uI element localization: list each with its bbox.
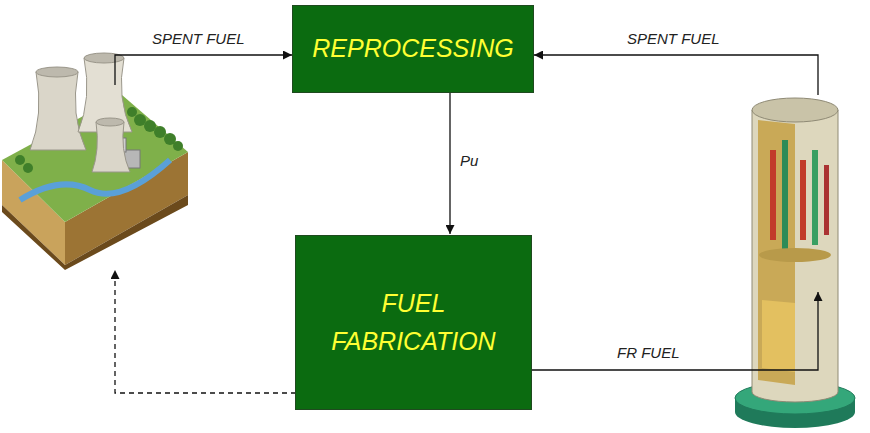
process-box: REPROCESSING (292, 5, 533, 93)
spent-fuel-line (534, 55, 818, 95)
recycle-dashed-line (115, 270, 296, 393)
flow-label: FR FUEL (615, 344, 682, 361)
fast-reactor-illustration (735, 98, 855, 428)
spent-fuel-line (115, 55, 292, 85)
box-label: REPROCESSING (298, 30, 527, 68)
flow-label: SPENT FUEL (150, 30, 247, 47)
process-box: FUEL FABRICATION (295, 235, 532, 410)
box-label: FUEL FABRICATION (296, 285, 531, 360)
flow-arrow (449, 93, 450, 234)
power-plant-illustration (2, 53, 188, 270)
flow-label: SPENT FUEL (625, 30, 722, 47)
fr-fuel-line (529, 292, 818, 370)
edge-label: Pu (458, 152, 480, 169)
connector-layer (450, 93, 451, 234)
